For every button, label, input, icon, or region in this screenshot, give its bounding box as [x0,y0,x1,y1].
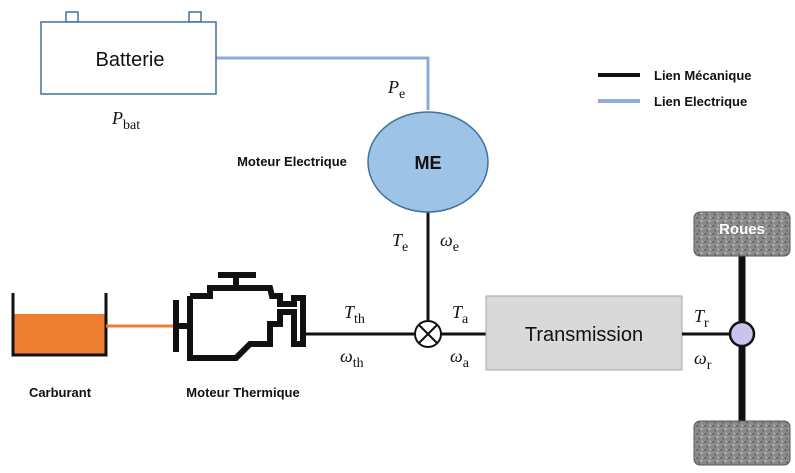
torque-coupler-junction [414,320,442,348]
electrical-link-battery-me [216,56,430,110]
junction-torque-label: Ta [452,302,469,327]
electric-speed-label: ωe [440,230,459,255]
thermal-speed-label: ωth [340,346,364,371]
legend: Lien Mécanique Lien Electrique [598,68,752,109]
electric-motor-name: Moteur Electrique [237,154,347,169]
transmission-label: Transmission [525,324,643,346]
battery-body [40,21,217,95]
battery: Batterie [40,11,217,95]
electric-motor-label: ME [415,153,442,173]
fuel-tank-walls [11,293,108,357]
wheel-top [693,211,791,257]
battery-terminal-right [188,11,202,23]
junction-speed-label: ωa [450,346,470,371]
wheels-label: Roues [719,221,765,238]
thermal-motor-name: Moteur Thermique [186,385,299,400]
transmission-box [485,295,683,371]
fuel-tank [11,293,108,357]
battery-terminal-left [65,11,79,23]
legend-electrical-label: Lien Electrique [654,94,747,109]
thermal-torque-label: Tth [344,302,365,327]
electric-motor [367,111,489,213]
fuel-label: Carburant [29,385,92,400]
electric-torque-label: Te [392,230,408,255]
fuel-level [14,314,105,354]
legend-mechanical-label: Lien Mécanique [654,68,752,83]
wheel-speed-label: ωr [694,348,712,373]
wheel-torque-label: Tr [694,306,709,331]
battery-power-label: Pbat [111,108,140,133]
electric-power-label: Pe [387,77,405,102]
wheel-hub [728,320,756,348]
wheel-bottom [693,420,791,466]
battery-label: Batterie [96,49,165,71]
engine-icon [173,272,306,361]
